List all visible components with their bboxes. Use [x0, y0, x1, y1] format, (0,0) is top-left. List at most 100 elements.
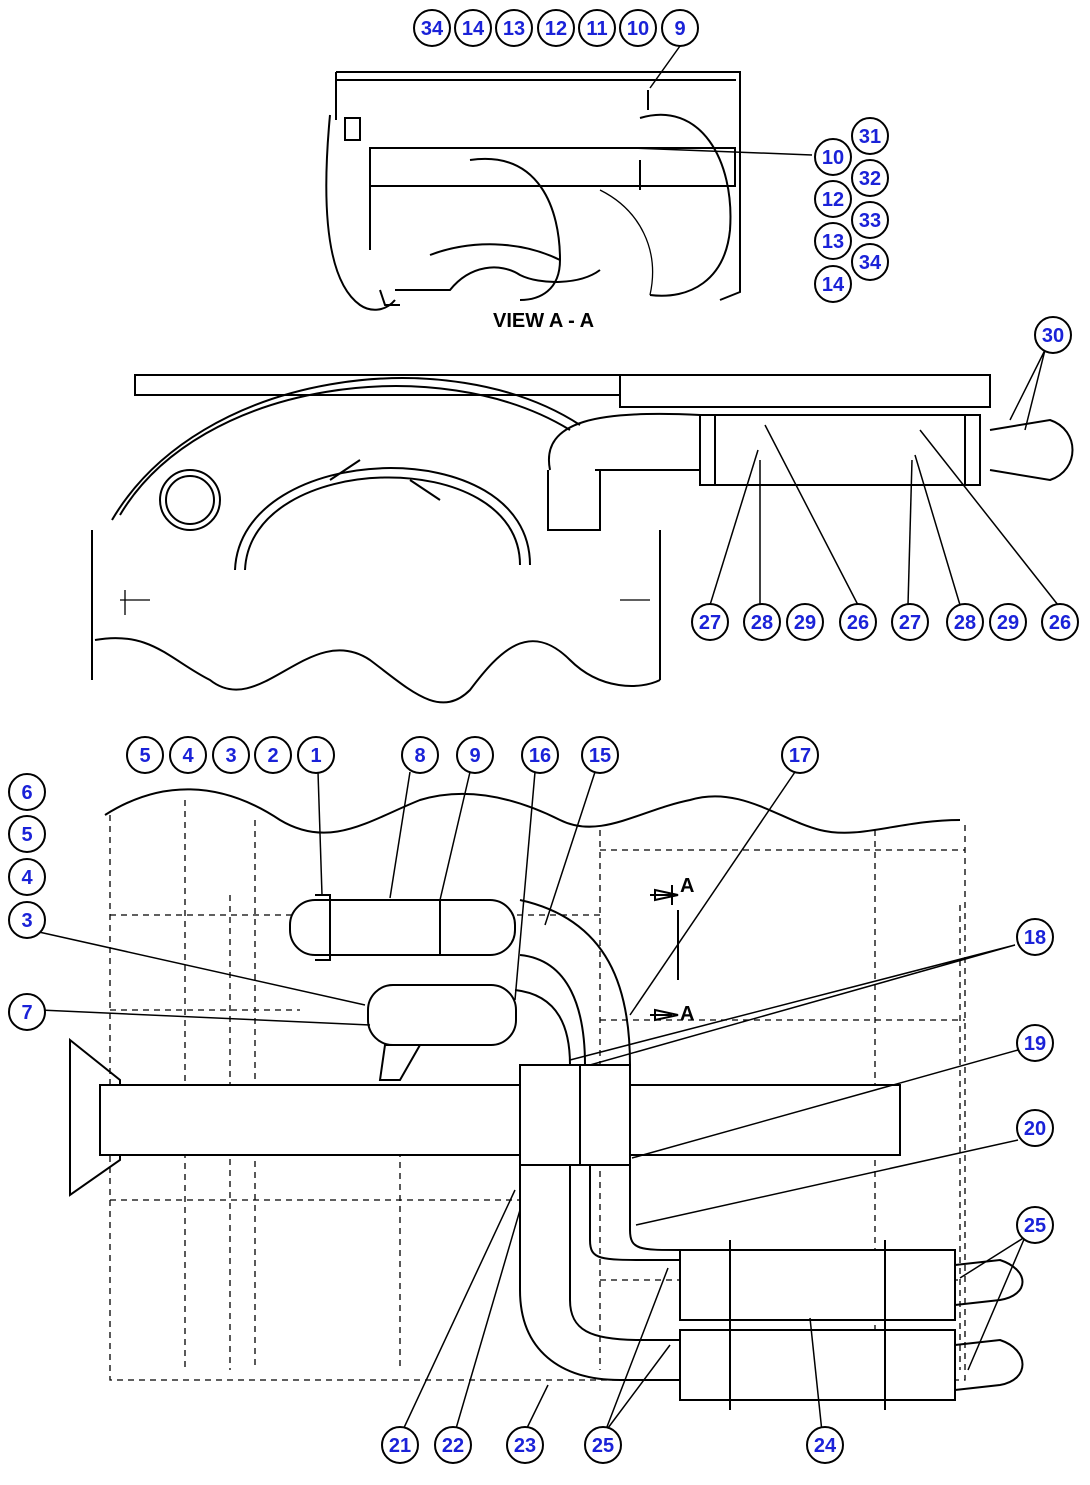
- callout-4-top: 4: [169, 736, 207, 774]
- svg-text:20: 20: [1024, 1118, 1046, 1140]
- plan-view-drawing: [69, 788, 1024, 1410]
- svg-text:3: 3: [225, 745, 236, 767]
- svg-text:18: 18: [1024, 927, 1046, 949]
- callout-9-lower: 9: [456, 736, 494, 774]
- svg-text:26: 26: [847, 612, 869, 634]
- section-a-upper-label: A: [680, 875, 694, 897]
- svg-text:14: 14: [822, 274, 845, 296]
- callout-25-bottom: 25: [584, 1426, 622, 1464]
- callout-5-top: 5: [126, 736, 164, 774]
- svg-text:23: 23: [514, 1435, 536, 1457]
- svg-text:9: 9: [674, 18, 685, 40]
- view-a-a-drawing: [325, 71, 741, 311]
- svg-text:26: 26: [1049, 612, 1071, 634]
- callout-21: 21: [381, 1426, 419, 1464]
- svg-text:12: 12: [545, 18, 567, 40]
- callout-24: 24: [806, 1426, 844, 1464]
- callout-15: 15: [581, 736, 619, 774]
- svg-text:5: 5: [139, 745, 150, 767]
- callout-14-side: 14: [814, 265, 852, 303]
- svg-text:17: 17: [789, 745, 811, 767]
- callout-9-top: 9: [661, 9, 699, 47]
- svg-text:6: 6: [21, 782, 32, 804]
- svg-text:29: 29: [794, 612, 816, 634]
- svg-text:1: 1: [310, 745, 321, 767]
- svg-text:33: 33: [859, 210, 881, 232]
- svg-text:10: 10: [822, 147, 844, 169]
- callout-5-left: 5: [8, 815, 46, 853]
- callout-26-b: 26: [1041, 603, 1079, 641]
- callout-13-side: 13: [814, 222, 852, 260]
- view-a-a-caption: VIEW A - A: [493, 310, 594, 332]
- svg-text:29: 29: [997, 612, 1019, 634]
- callout-28-b: 28: [946, 603, 984, 641]
- svg-text:27: 27: [899, 612, 921, 634]
- svg-text:13: 13: [822, 231, 844, 253]
- svg-text:12: 12: [822, 189, 844, 211]
- svg-text:31: 31: [859, 126, 881, 148]
- callout-12-top: 12: [537, 9, 575, 47]
- callout-4-left: 4: [8, 858, 46, 896]
- middle-section-drawing: [91, 374, 1074, 704]
- callout-2: 2: [254, 736, 292, 774]
- svg-text:2: 2: [267, 745, 278, 767]
- svg-text:28: 28: [751, 612, 773, 634]
- callout-29-a: 29: [786, 603, 824, 641]
- callout-6: 6: [8, 773, 46, 811]
- svg-text:28: 28: [954, 612, 976, 634]
- svg-text:5: 5: [21, 824, 32, 846]
- leader-lines: [29, 45, 1059, 1433]
- callout-32: 32: [851, 159, 889, 197]
- svg-text:14: 14: [462, 18, 485, 40]
- svg-text:25: 25: [1024, 1215, 1046, 1237]
- svg-text:27: 27: [699, 612, 721, 634]
- callout-14-top: 14: [454, 9, 492, 47]
- svg-text:15: 15: [589, 745, 611, 767]
- callout-20: 20: [1016, 1109, 1054, 1147]
- callout-12-side: 12: [814, 180, 852, 218]
- svg-text:11: 11: [586, 18, 607, 40]
- callout-10-side: 10: [814, 138, 852, 176]
- callout-3-left: 3: [8, 901, 46, 939]
- svg-text:7: 7: [21, 1002, 32, 1024]
- callout-28-a: 28: [743, 603, 781, 641]
- svg-text:10: 10: [627, 18, 649, 40]
- callout-3-top: 3: [212, 736, 250, 774]
- callout-29-b: 29: [989, 603, 1027, 641]
- callout-22: 22: [434, 1426, 472, 1464]
- svg-text:30: 30: [1042, 325, 1064, 347]
- svg-text:4: 4: [21, 867, 33, 889]
- svg-text:34: 34: [421, 18, 444, 40]
- svg-text:16: 16: [529, 745, 551, 767]
- callout-26-a: 26: [839, 603, 877, 641]
- callout-10-top: 10: [619, 9, 657, 47]
- callout-34-side: 34: [851, 243, 889, 281]
- svg-text:19: 19: [1024, 1033, 1046, 1055]
- callout-1: 1: [297, 736, 335, 774]
- svg-text:34: 34: [859, 252, 882, 274]
- svg-text:22: 22: [442, 1435, 464, 1457]
- callout-30: 30: [1034, 316, 1072, 354]
- callout-27-b: 27: [891, 603, 929, 641]
- callout-23: 23: [506, 1426, 544, 1464]
- svg-text:24: 24: [814, 1435, 837, 1457]
- svg-text:4: 4: [182, 745, 194, 767]
- callout-33: 33: [851, 201, 889, 239]
- callout-13-top: 13: [495, 9, 533, 47]
- callout-18: 18: [1016, 918, 1054, 956]
- callout-34-top: 34: [413, 9, 451, 47]
- callout-27-a: 27: [691, 603, 729, 641]
- svg-text:8: 8: [414, 745, 425, 767]
- svg-text:9: 9: [469, 745, 480, 767]
- svg-text:21: 21: [389, 1435, 411, 1457]
- callout-17: 17: [781, 736, 819, 774]
- callout-16: 16: [521, 736, 559, 774]
- section-a-lower-label: A: [680, 1003, 694, 1025]
- svg-text:3: 3: [21, 910, 32, 932]
- callout-11-top: 11: [578, 9, 616, 47]
- callout-25-right: 25: [1016, 1206, 1054, 1244]
- svg-text:13: 13: [503, 18, 525, 40]
- callout-31: 31: [851, 117, 889, 155]
